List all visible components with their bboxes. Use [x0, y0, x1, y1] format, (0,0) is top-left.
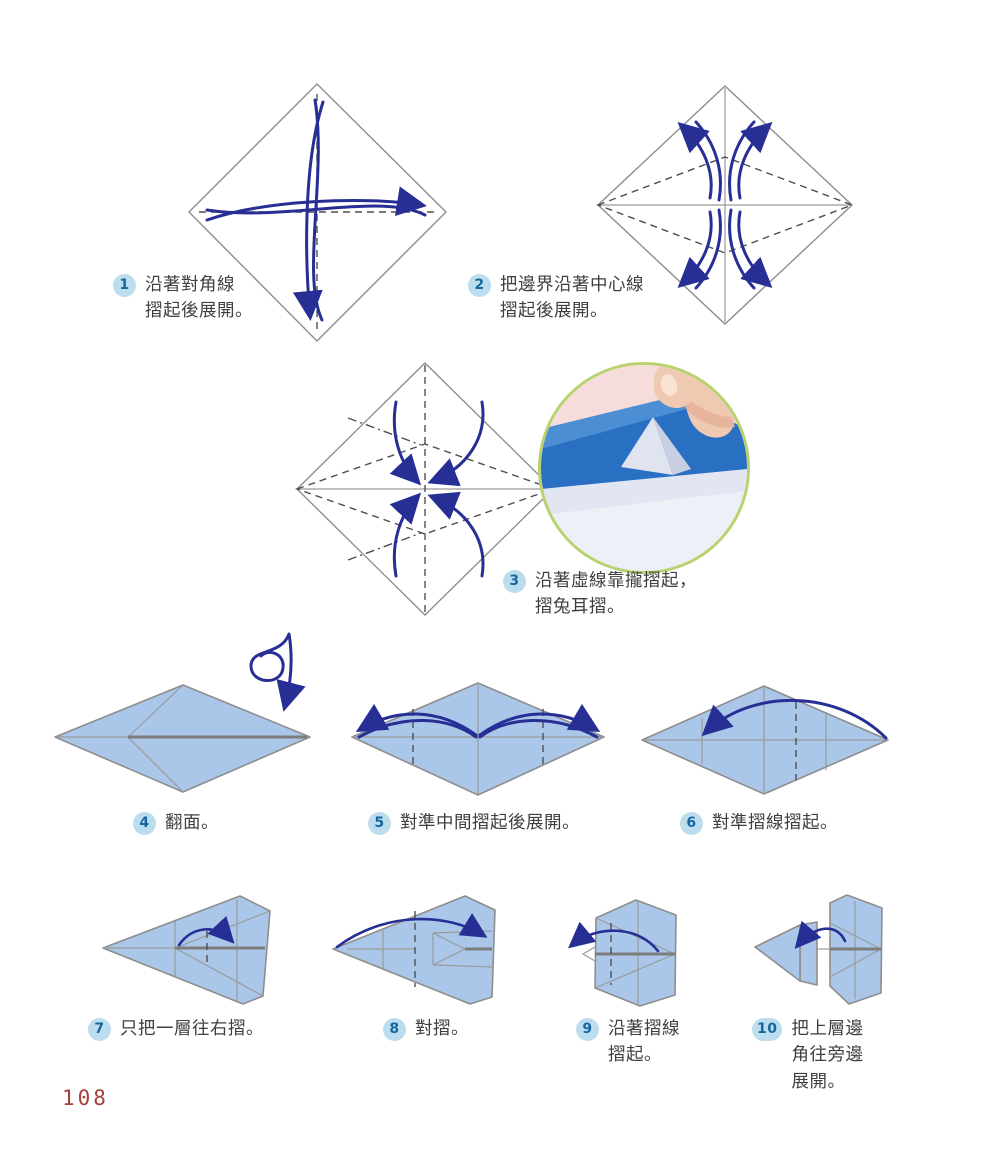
- step-6-caption: 6 對準摺線摺起。: [680, 810, 838, 836]
- diagram-step-9-fold-along-crease: [568, 899, 677, 1007]
- fold-arrow: [335, 913, 488, 949]
- valley-fold-dashed-lines: [294, 365, 556, 613]
- step-5-caption: 5 對準中間摺起後展開。: [368, 810, 580, 836]
- step-3-badge: 3: [503, 570, 526, 593]
- diagram-step-10-spread-corner: [754, 894, 883, 1005]
- page-number: 108: [62, 1086, 109, 1110]
- fold-arrow: [568, 921, 660, 953]
- kite-fold-dashed-lines: [596, 156, 854, 254]
- diagram-step-5-fold-unfold-to-center: [351, 682, 605, 796]
- diagram-step-7-fold-one-layer-right: [102, 895, 271, 1005]
- fold-unfold-arrow-horizontal: [205, 186, 427, 222]
- step-1-badge: 1: [113, 274, 136, 297]
- turn-over-loop-arrow: [249, 632, 315, 723]
- diagram-step-4-blue-rhombus-turn-over: [54, 684, 311, 793]
- step-4-caption: 4 翻面。: [133, 810, 219, 836]
- converge-arrows: [389, 400, 485, 578]
- step-9-badge: 9: [576, 1018, 599, 1041]
- step-10-text-line: 把上層邊: [791, 1019, 864, 1039]
- step-2-text-line: 把邊界沿著中心線: [500, 275, 644, 295]
- step-6-badge: 6: [680, 812, 703, 835]
- step-3-text-line: 摺兔耳摺。: [535, 597, 625, 618]
- fold-unfold-arrows: [355, 703, 601, 739]
- step-4-text-line: 翻面。: [165, 813, 219, 833]
- step-10-caption: 10 把上層邊 角往旁邊 展開。: [752, 1016, 863, 1095]
- paper-outline: [188, 83, 447, 342]
- creases: [103, 899, 271, 1001]
- step-3-text-line: 沿著虛線靠攏摺起，: [535, 571, 697, 591]
- step-1-text-line: 摺起後展開。: [145, 301, 253, 322]
- step-2-caption: 2 把邊界沿著中心線 摺起後展開。: [468, 272, 644, 325]
- step-1-text-line: 沿著對角線: [145, 275, 235, 295]
- fold-arrow: [794, 920, 847, 949]
- creases: [581, 900, 676, 1005]
- step-10-text-line: 角往旁邊: [791, 1045, 864, 1066]
- center-creases: [600, 88, 850, 322]
- step-8-text-line: 對摺。: [415, 1019, 469, 1039]
- step-6-text-line: 對準摺線摺起。: [712, 813, 838, 833]
- step-1-caption: 1 沿著對角線 摺起後展開。: [113, 272, 253, 325]
- creases: [817, 901, 882, 999]
- instruction-photo-rabbit-ear: [538, 362, 750, 574]
- diagram-step-8-fold-in-half: [332, 895, 496, 1005]
- step-5-badge: 5: [368, 812, 391, 835]
- step-9-caption: 9 沿著摺線 摺起。: [576, 1016, 680, 1069]
- fold-unfold-arrows: [677, 120, 773, 290]
- fold-arrow: [701, 698, 888, 740]
- valley-fold-dashed-lines: [412, 709, 544, 767]
- step-3-caption: 3 沿著虛線靠攏摺起， 摺兔耳摺。: [503, 568, 697, 621]
- diagram-step-6-fold-to-crease: [641, 685, 889, 795]
- creases: [55, 684, 307, 793]
- step-7-caption: 7 只把一層往右摺。: [88, 1016, 264, 1042]
- diagram-step-2-kite-creases: [596, 85, 854, 325]
- photo-image: [541, 365, 747, 571]
- creases: [347, 929, 493, 969]
- mountain-fold-dashdot-lines: [347, 417, 422, 561]
- step-2-text-line: 摺起後展開。: [500, 301, 608, 322]
- step-7-badge: 7: [88, 1018, 111, 1041]
- step-5-text-line: 對準中間摺起後展開。: [400, 813, 580, 833]
- creases: [352, 683, 604, 795]
- step-8-caption: 8 對摺。: [383, 1016, 469, 1042]
- fold-unfold-arrow-vertical: [292, 98, 325, 322]
- step-10-text-line: 展開。: [791, 1071, 846, 1092]
- step-9-text-line: 沿著摺線: [608, 1019, 680, 1039]
- step-8-badge: 8: [383, 1018, 406, 1041]
- diagram-step-3-rabbit-ear-fold: [294, 362, 556, 616]
- step-9-text-line: 摺起。: [608, 1045, 662, 1066]
- step-10-badge: 10: [752, 1018, 783, 1041]
- paper-shape: [102, 895, 271, 1005]
- step-7-text-line: 只把一層往右摺。: [120, 1019, 264, 1039]
- diagram-step-1-square-diagonal-folds: [188, 83, 447, 342]
- step-4-badge: 4: [133, 812, 156, 835]
- step-2-badge: 2: [468, 274, 491, 297]
- fold-arrow: [177, 915, 235, 947]
